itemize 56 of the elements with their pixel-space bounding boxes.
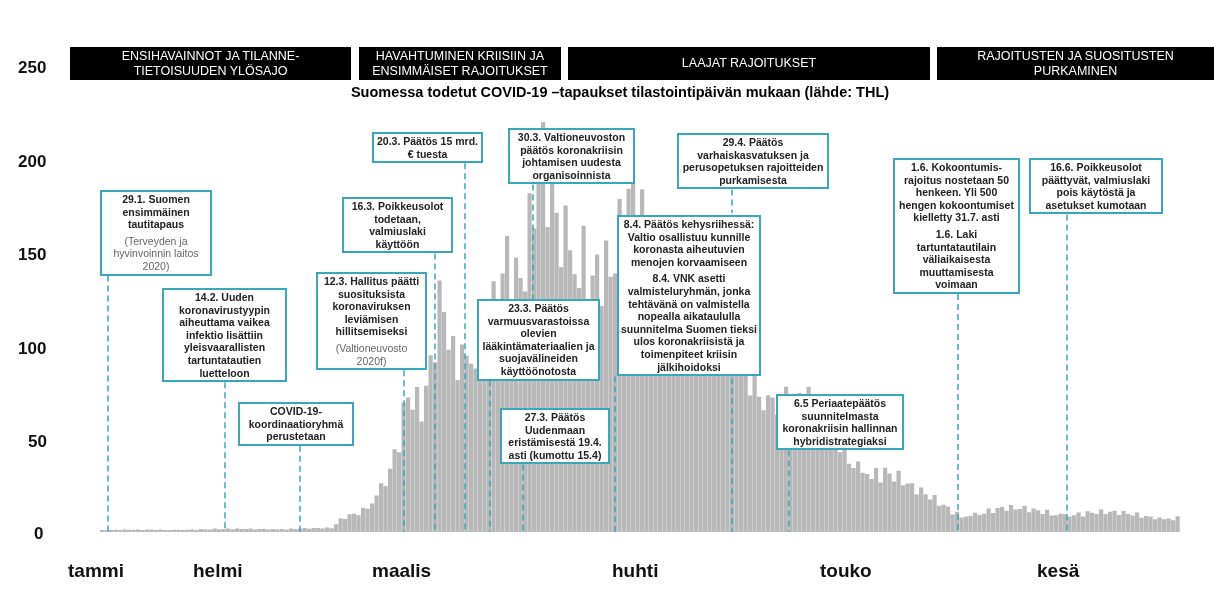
leader-line [731,188,733,533]
event-text: 1.6. Laki tartuntatautilain väliaikaisesta muuttamisesta voimaan [915,227,998,291]
source-citation: (Terveyden ja hyvinvoinnin laitos 2020) [112,234,200,273]
month-label: kesä [1037,560,1080,582]
leader-line [107,274,109,533]
axis-tick-label: 100 [18,339,47,359]
event-box [238,402,354,446]
event-text: 30.3. Valtioneuvoston päätös koronakriisin johtamisen uudesta organisoinnista [516,131,627,182]
month-label: helmi [193,560,243,582]
leader-line [614,375,616,533]
event-text: 16.3. Poikkeusolot todetaan, valmiuslaki käyttöön [350,200,445,251]
month-label: touko [820,560,872,582]
event-box [893,158,1020,294]
event-text: 27.3. Päätös Uudenmaan eristämisestä 19.4. asti (kumottu 15.4) [507,411,603,462]
event-box [162,288,287,383]
leader-line [489,379,491,533]
event-text: 23.3. Päätös varmuusvarastoissa olevien lääkintämateriaalien ja suojavälineiden käyttöönotosta [481,302,596,378]
event-text: 20.3. Päätös 15 mrd. € tuesta [376,135,479,161]
month-label: huhti [612,560,659,582]
event-box [316,272,427,371]
event-text: 1.6. Kokoontumis- rajoitus nostetaan 50 henkeen. Yli 500 hengen kokoontumiset kielletty 31.7. asti [898,161,1015,224]
event-text: COVID-19- koordinaatioryhmä perustetaan [247,405,345,443]
month-label: tammi [68,560,124,582]
month-label: maalis [372,560,432,582]
event-box [100,190,212,276]
leader-line [957,293,959,533]
axis-tick-label: 0 [34,524,44,544]
phase-band: LAAJAT RAJOITUKSET [568,47,930,80]
event-text: 12.3. Hallitus päätti suosituksista koronaviruksen leviämisen hillitsemiseksi [322,275,421,338]
event-box [342,197,453,254]
source-citation: (Valtioneuvosto 2020f) [334,341,409,368]
event-box [500,408,610,465]
event-box [617,215,761,377]
leader-line [299,445,301,533]
event-text: 29.4. Päätös varhaiskasvatuksen ja perusopetuksen rajoitteiden purkamisesta [681,136,825,187]
axis-tick-label: 250 [18,58,47,78]
chart-title: Suomessa todetut COVID-19 –tapaukset tilastointipäivän mukaan (lähde: THL) [349,84,891,100]
leader-line [532,183,534,300]
leader-line [403,369,405,533]
event-box [1029,158,1163,215]
event-box [508,128,635,185]
event-text: 8.4. VNK asetti valmisteluryhmän, jonka tehtävänä on valmistella nopealla aikataululla suunnitelma Suomen tieksi ulos koronakriisistä ja toimenpiteet kriisin jälkihoidoksi [621,272,757,374]
axis-tick-label: 50 [28,432,47,452]
leader-line [1066,213,1068,533]
event-text: 14.2. Uuden koronavirustyypin aiheuttama vaikea infektio lisättiin yleisvaarallisten tartuntatautien luetteloon [178,291,271,380]
event-text: 29.1. Suomen ensimmäinen tautitapaus [121,193,191,231]
axis-tick-label: 150 [18,245,47,265]
event-text: 8.4. Päätös kehysriihessä: Valtio osallistuu kunnille koronasta aiheutuvien menojen korvaamiseen [622,218,756,269]
event-text: 16.6. Poikkeusolot päättyvät, valmiuslaki pois käytöstä ja asetukset kumotaan [1040,161,1152,212]
event-text: 6.5 Periaatepäätös suunnitelmasta koronakriisin hallinnan hybridistrategiaksi [781,397,899,448]
phase-band: ENSIHAVAINNOT JA TILANNE- TIETOISUUDEN YLÖSAJO [70,47,351,80]
leader-line [522,463,524,533]
phase-band: RAJOITUSTEN JA SUOSITUSTEN PURKAMINEN [937,47,1214,80]
phase-band: HAVAHTUMINEN KRIISIIN JA ENSIMMÄISET RAJOITUKSET [359,47,561,80]
leader-line [788,449,790,533]
axis-tick-label: 200 [18,152,47,172]
